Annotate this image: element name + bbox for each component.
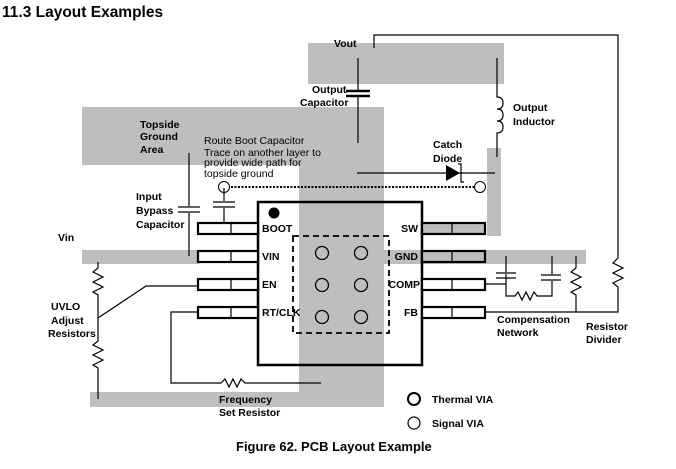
boot-note-line-2: Trace on another layer to — [204, 147, 321, 159]
output-inductor — [496, 58, 504, 157]
legend: Thermal VIA Signal VIA — [407, 392, 494, 430]
pin-label-gnd: GND — [395, 251, 419, 263]
left-pads — [196, 221, 260, 320]
frequency-set-resistor — [170, 311, 321, 389]
catch-diode-label-2: Diode — [433, 153, 462, 165]
uvlo-resistors — [91, 262, 198, 399]
pad-boot — [196, 221, 260, 236]
boot-note-line-3: provide wide path for — [204, 157, 302, 169]
thermal-pad-outline — [292, 235, 390, 334]
frequency-label-2: Set Resistor — [219, 407, 280, 419]
boot-capacitor — [213, 188, 235, 228]
bottom-ground-copper — [90, 392, 384, 407]
ground-vertical-copper — [299, 107, 384, 407]
vout-feedback-wire — [373, 34, 619, 258]
pin-label-en: EN — [262, 279, 277, 291]
output-capacitor-label-1: Output — [312, 84, 347, 96]
pad-sw — [420, 221, 487, 236]
output-capacitor-label-2: Capacitor — [300, 97, 348, 109]
thermal-vias — [314, 245, 369, 325]
section-title: 11.3 Layout Examples — [2, 4, 164, 21]
thermal-via-icon — [314, 245, 330, 261]
output-inductor-label-1: Output — [513, 102, 548, 114]
boot-note-line-4: topside ground — [204, 168, 274, 180]
compensation-label-2: Network — [497, 327, 539, 339]
topside-ground-label-1: Topside — [140, 119, 180, 131]
uvlo-label-1: UVLO — [51, 301, 80, 313]
output-capacitor — [346, 58, 370, 143]
vout-label: Vout — [334, 38, 357, 50]
thermal-via-icon — [353, 245, 369, 261]
input-bypass-capacitor — [178, 153, 200, 256]
thermal-via-icon — [353, 277, 369, 293]
signal-via-icon — [474, 181, 486, 193]
resistor-divider-label-1: Resistor — [586, 321, 628, 333]
compensation-network — [485, 256, 561, 302]
pin1-marker — [268, 207, 280, 219]
vin-copper — [82, 250, 199, 264]
pad-rtclk — [196, 305, 260, 320]
compensation-label-1: Compensation — [497, 314, 570, 326]
vout-copper — [308, 43, 504, 84]
pad-comp — [420, 277, 487, 292]
pad-gnd — [420, 249, 487, 264]
pin-label-sw: SW — [401, 223, 418, 235]
topside-ground-label-3: Area — [140, 144, 164, 156]
output-inductor-label-2: Inductor — [513, 116, 555, 128]
pad-vin — [196, 249, 260, 264]
thermal-via-icon — [314, 277, 330, 293]
legend-signal-via-label: Signal VIA — [432, 418, 484, 430]
sw-copper — [487, 148, 501, 236]
resistor-divider-label-2: Divider — [586, 334, 622, 346]
right-pads — [420, 221, 487, 320]
copper-areas — [82, 43, 586, 407]
pin-label-fb: FB — [404, 307, 418, 319]
pin-label-vin: VIN — [262, 251, 280, 263]
frequency-label-1: Frequency — [219, 394, 272, 406]
signal-via-icon — [407, 416, 421, 430]
thermal-via-icon — [314, 309, 330, 325]
catch-diode-label-1: Catch — [433, 139, 462, 151]
catch-diode — [357, 163, 495, 183]
divider-top-resistor — [576, 257, 625, 313]
pad-en — [196, 277, 260, 292]
uvlo-label-2: Adjust — [51, 315, 84, 327]
legend-thermal-via-label: Thermal VIA — [432, 394, 494, 406]
thermal-via-icon — [353, 309, 369, 325]
figure-caption: Figure 62. PCB Layout Example — [236, 439, 432, 454]
uvlo-label-3: Resistors — [48, 328, 96, 340]
input-bypass-label-1: Input — [136, 191, 162, 203]
input-bypass-label-2: Bypass — [136, 205, 174, 217]
pin-label-rtclk: RT/CLK — [262, 307, 301, 319]
thermal-via-icon — [407, 392, 421, 406]
boot-note-line-1: Route Boot Capacitor — [204, 135, 305, 147]
topside-ground-label-2: Ground — [140, 131, 178, 143]
input-bypass-label-3: Capacitor — [136, 219, 184, 231]
pin-label-boot: BOOT — [262, 223, 293, 235]
vin-label: Vin — [58, 232, 74, 244]
pad-fb — [420, 305, 487, 320]
divider-bottom-resistor — [485, 256, 583, 313]
pin-label-comp: COMP — [389, 279, 421, 291]
